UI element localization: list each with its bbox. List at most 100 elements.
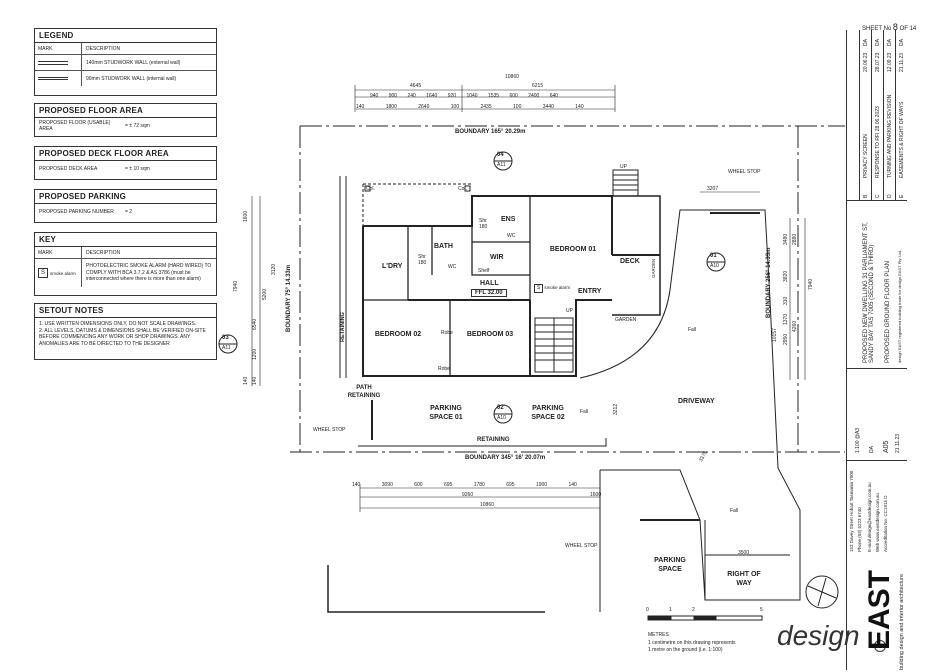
dim-value: 940 — [370, 93, 379, 99]
brand-tagline: building design and interior architectur… — [899, 573, 905, 670]
marker-num: 04 — [497, 152, 504, 158]
floor-area-value: = ± 72 sqm — [125, 122, 150, 129]
room-ens: ENS — [501, 216, 516, 223]
contact-block: 153 Davey Street Hobart Tasmania 7000 Ph… — [847, 470, 907, 555]
dim-bottom-row: 140 3090 600 695 1780 695 1900 140 — [352, 482, 577, 488]
room-wir: WIR — [490, 254, 504, 261]
key-mark-cell: S smoke alarm — [35, 259, 82, 287]
right-of-way-label: RIGHT OF WAY — [727, 571, 761, 587]
dim-value: 240 — [407, 93, 416, 99]
parking-space-01: PARKING SPACE 01 — [429, 405, 463, 421]
marker-ref: A10 — [710, 263, 719, 269]
dim-bottom-mid: 9260 — [462, 492, 474, 498]
wheel-stop-label: WHEEL STOP — [728, 169, 761, 175]
row-lines — [599, 469, 706, 612]
dim-left: 1600 — [243, 210, 249, 222]
dim-value: 3440 — [542, 104, 554, 110]
floor-area-panel: PROPOSED FLOOR AREA PROPOSED FLOOR (USAB… — [34, 103, 217, 137]
rev-desc: RESPONSE TO RFI 28.06.2023 — [875, 106, 881, 178]
room-deck: DECK — [620, 258, 640, 265]
up-label: UP — [566, 308, 573, 314]
dim-left: 7940 — [233, 280, 239, 292]
address: 153 Davey Street Hobart Tasmania 7000 — [849, 470, 854, 552]
dim-left: 3120 — [271, 263, 277, 275]
dim-right: 2880 — [792, 233, 798, 245]
driveway-label: DRIVEWAY — [678, 398, 715, 405]
phone: Phone (03) 6223 6740 — [857, 507, 862, 552]
dim-value: 900 — [388, 93, 398, 99]
room-bedroom-01: BEDROOM 01 — [549, 246, 597, 253]
garden-label: GARDEN — [651, 258, 656, 278]
boundary-bottom-label: BOUNDARY 345° 16' 20.07m — [465, 455, 546, 461]
legend-desc-external: 140mm STUDWORK WALL (external wall) — [86, 59, 181, 66]
legend-row: 90mm STUDWORK WALL (internal wall) — [35, 71, 216, 86]
key-panel: KEY MARK DESCRIPTION S smoke alarm PHOTO… — [34, 232, 217, 296]
rev-desc: EASEMENTS & RIGHT OF WAYS — [899, 101, 905, 178]
dim-top-b: 6215 — [532, 83, 544, 89]
dim-value: 1780 — [473, 482, 485, 488]
dim-value: 140 — [356, 104, 365, 110]
section-marker — [706, 252, 726, 272]
rev-date: 28.07.23 — [875, 52, 881, 72]
parking-space-label: PARKING SPACE — [654, 557, 686, 573]
scale-unit: METRES — [648, 632, 669, 638]
dim-lines-bottom — [360, 487, 600, 509]
wc-label: WC — [448, 264, 457, 270]
column-label: Col. — [366, 186, 375, 192]
legend-col-desc: DESCRIPTION — [86, 45, 121, 52]
retaining-vertical-label: RETAINING — [340, 312, 346, 342]
legend-panel: LEGEND MARK DESCRIPTION 140mm STUDWORK W… — [34, 28, 217, 96]
key-title: KEY — [35, 233, 216, 247]
setout-title: SETOUT NOTES — [35, 304, 216, 318]
dwg-no: A05 — [883, 440, 890, 453]
rev-desc: PRIVACY SCREEN — [863, 134, 869, 178]
rev-desc: TURNING AND PARKING REVISION — [887, 94, 893, 178]
setout-notes: 1. USE WRITTEN DIMENSIONS ONLY, DO NOT S… — [35, 318, 216, 350]
dim-label: 3207 — [707, 186, 719, 192]
brand-design: design — [777, 620, 860, 651]
rev-issue: C — [875, 194, 881, 198]
rev-issue: D — [887, 194, 893, 198]
dim-value: 100 — [513, 104, 522, 110]
boundary-left-label: BOUNDARY 75° 14.33m — [286, 264, 292, 332]
parking-row: PROPOSED PARKING NUMBER = 2 — [35, 204, 216, 219]
project-block: PROPOSED NEW DWELLING 31 PARLIAMENT ST, … — [847, 208, 907, 369]
dim-value: 1640 — [426, 93, 438, 99]
up-label: UP — [620, 164, 627, 170]
deck-area-label: PROPOSED DECK AREA — [39, 165, 98, 172]
garden-label: GARDEN — [615, 317, 637, 323]
parking-title: PROPOSED PARKING — [35, 190, 216, 204]
sheet-prefix: SHEET No — [862, 26, 892, 32]
legend-row: 140mm STUDWORK WALL (external wall) — [35, 55, 216, 71]
accreditation: Accreditation No. CC1915 D — [883, 495, 888, 552]
parking-label: PROPOSED PARKING NUMBER — [39, 208, 114, 215]
room-bedroom-02: BEDROOM 02 — [374, 331, 422, 338]
sheet-number: SHEET No 8 OF 14 — [862, 22, 916, 32]
rev-drawn: DA — [875, 39, 881, 46]
dim-right: 7940 — [808, 278, 814, 290]
dim-value: 1535 — [487, 93, 500, 99]
dim-value: 140 — [568, 482, 577, 488]
north-arrow-icon — [805, 575, 839, 609]
shower-label: Shr 180 — [418, 254, 427, 266]
dim-value: 600 — [414, 482, 423, 488]
legend-title: LEGEND — [35, 29, 216, 43]
legend-header-row: MARK DESCRIPTION — [35, 43, 216, 55]
dim-value: 140 — [352, 482, 361, 488]
dim-lines-right — [789, 218, 806, 380]
boundary-top-label: BOUNDARY 165° 20.29m — [455, 129, 526, 135]
key-desc: PHOTOELECTRIC SMOKE ALARM (HARD WIRED) T… — [86, 263, 212, 283]
driveway-outline — [579, 209, 801, 601]
setout-note: 1. USE WRITTEN DIMENSIONS ONLY, DO NOT S… — [39, 321, 197, 327]
dim-right: 1370 — [783, 313, 789, 325]
marker-ref: A11 — [497, 162, 506, 168]
dim-value: 140 — [575, 104, 584, 110]
rev-issue: E — [899, 194, 905, 198]
floor-area-label: PROPOSED FLOOR (USABLE) AREA — [39, 119, 111, 132]
wc-label: WC — [507, 233, 516, 239]
marker-num: 01 — [710, 253, 717, 259]
dim-value: 3090 — [381, 482, 393, 488]
dim-right: 310 — [783, 296, 789, 305]
dim-left: 140 — [252, 376, 258, 385]
